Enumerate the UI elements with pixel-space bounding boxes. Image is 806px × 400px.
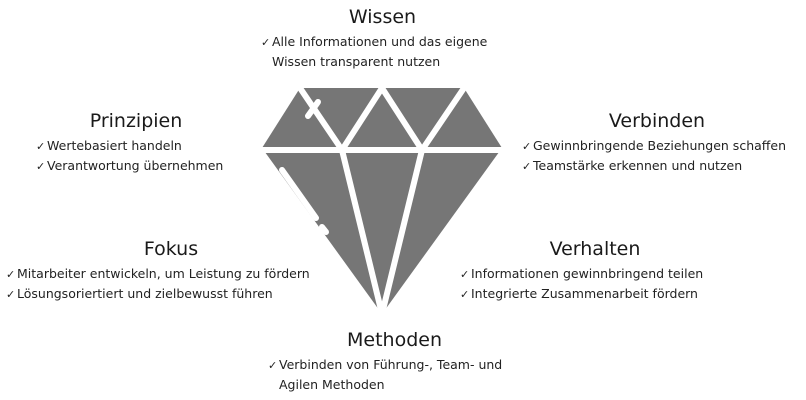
check-icon: ✓ bbox=[6, 288, 16, 301]
diamond-icon bbox=[262, 88, 502, 317]
methoden-block: Methoden ✓Verbinden von Führung-, Team- … bbox=[262, 329, 527, 394]
fokus-title: Fokus bbox=[143, 238, 199, 260]
list-item: ✓Teamstärke erkennen und nutzen bbox=[522, 156, 802, 176]
check-icon: ✓ bbox=[268, 359, 278, 372]
check-icon: ✓ bbox=[460, 268, 470, 281]
fokus-item-2: Lösungsoriertiert und zielbewusst führen bbox=[17, 286, 273, 301]
check-icon: ✓ bbox=[261, 36, 271, 49]
list-item: ✓Integrierte Zusammenarbeit fördern bbox=[460, 284, 750, 304]
prinzipien-item-1: Wertebasiert handeln bbox=[47, 138, 182, 153]
check-icon: ✓ bbox=[460, 288, 470, 301]
check-icon: ✓ bbox=[36, 140, 46, 153]
check-icon: ✓ bbox=[6, 268, 16, 281]
wissen-item-1-line-2: Wissen transparent nutzen bbox=[272, 54, 441, 69]
verbinden-title: Verbinden bbox=[608, 110, 706, 132]
verhalten-title: Verhalten bbox=[549, 238, 641, 260]
verbinden-item-1: Gewinnbringende Beziehungen schaffen bbox=[533, 138, 787, 153]
list-item: ✓Gewinnbringende Beziehungen schaffen bbox=[522, 136, 802, 156]
check-icon: ✓ bbox=[36, 160, 46, 173]
list-item: ✓Informationen gewinnbringend teilen bbox=[460, 264, 750, 284]
list-item: ✓Wertebasiert handeln bbox=[36, 136, 256, 156]
fokus-item-1: Mitarbeiter entwickeln, um Leistung zu f… bbox=[17, 266, 310, 281]
methoden-title: Methoden bbox=[347, 329, 442, 351]
list-item: ✓Lösungsoriertiert und zielbewusst führe… bbox=[6, 284, 336, 304]
prinzipien-block: Prinzipien ✓Wertebasiert handeln ✓Verant… bbox=[36, 110, 256, 176]
wissen-block: Wissen ✓Alle Informationen und das eigen… bbox=[250, 6, 515, 71]
verbinden-item-2: Teamstärke erkennen und nutzen bbox=[533, 158, 743, 173]
methoden-item-1-line-1: Verbinden von Führung-, Team- und bbox=[279, 357, 503, 372]
verhalten-block: Verhalten ✓Informationen gewinnbringend … bbox=[460, 238, 750, 304]
list-item: Agilen Methoden bbox=[268, 375, 527, 394]
list-item: ✓Verantwortung übernehmen bbox=[36, 156, 256, 176]
list-item: ✓Alle Informationen und das eigene bbox=[261, 32, 515, 52]
list-item: Wissen transparent nutzen bbox=[261, 52, 515, 71]
methoden-item-1-line-2: Agilen Methoden bbox=[279, 377, 385, 392]
check-icon: ✓ bbox=[522, 160, 532, 173]
verhalten-item-2: Integrierte Zusammenarbeit fördern bbox=[471, 286, 698, 301]
wissen-item-1-line-1: Alle Informationen und das eigene bbox=[272, 34, 488, 49]
prinzipien-title: Prinzipien bbox=[89, 110, 183, 132]
wissen-title: Wissen bbox=[348, 6, 417, 28]
check-icon: ✓ bbox=[522, 140, 532, 153]
verhalten-item-1: Informationen gewinnbringend teilen bbox=[471, 266, 704, 281]
prinzipien-item-2: Verantwortung übernehmen bbox=[47, 158, 224, 173]
fokus-block: Fokus ✓Mitarbeiter entwickeln, um Leistu… bbox=[6, 238, 336, 304]
list-item: ✓Verbinden von Führung-, Team- und bbox=[268, 355, 527, 375]
list-item: ✓Mitarbeiter entwickeln, um Leistung zu … bbox=[6, 264, 336, 284]
verbinden-block: Verbinden ✓Gewinnbringende Beziehungen s… bbox=[522, 110, 802, 176]
